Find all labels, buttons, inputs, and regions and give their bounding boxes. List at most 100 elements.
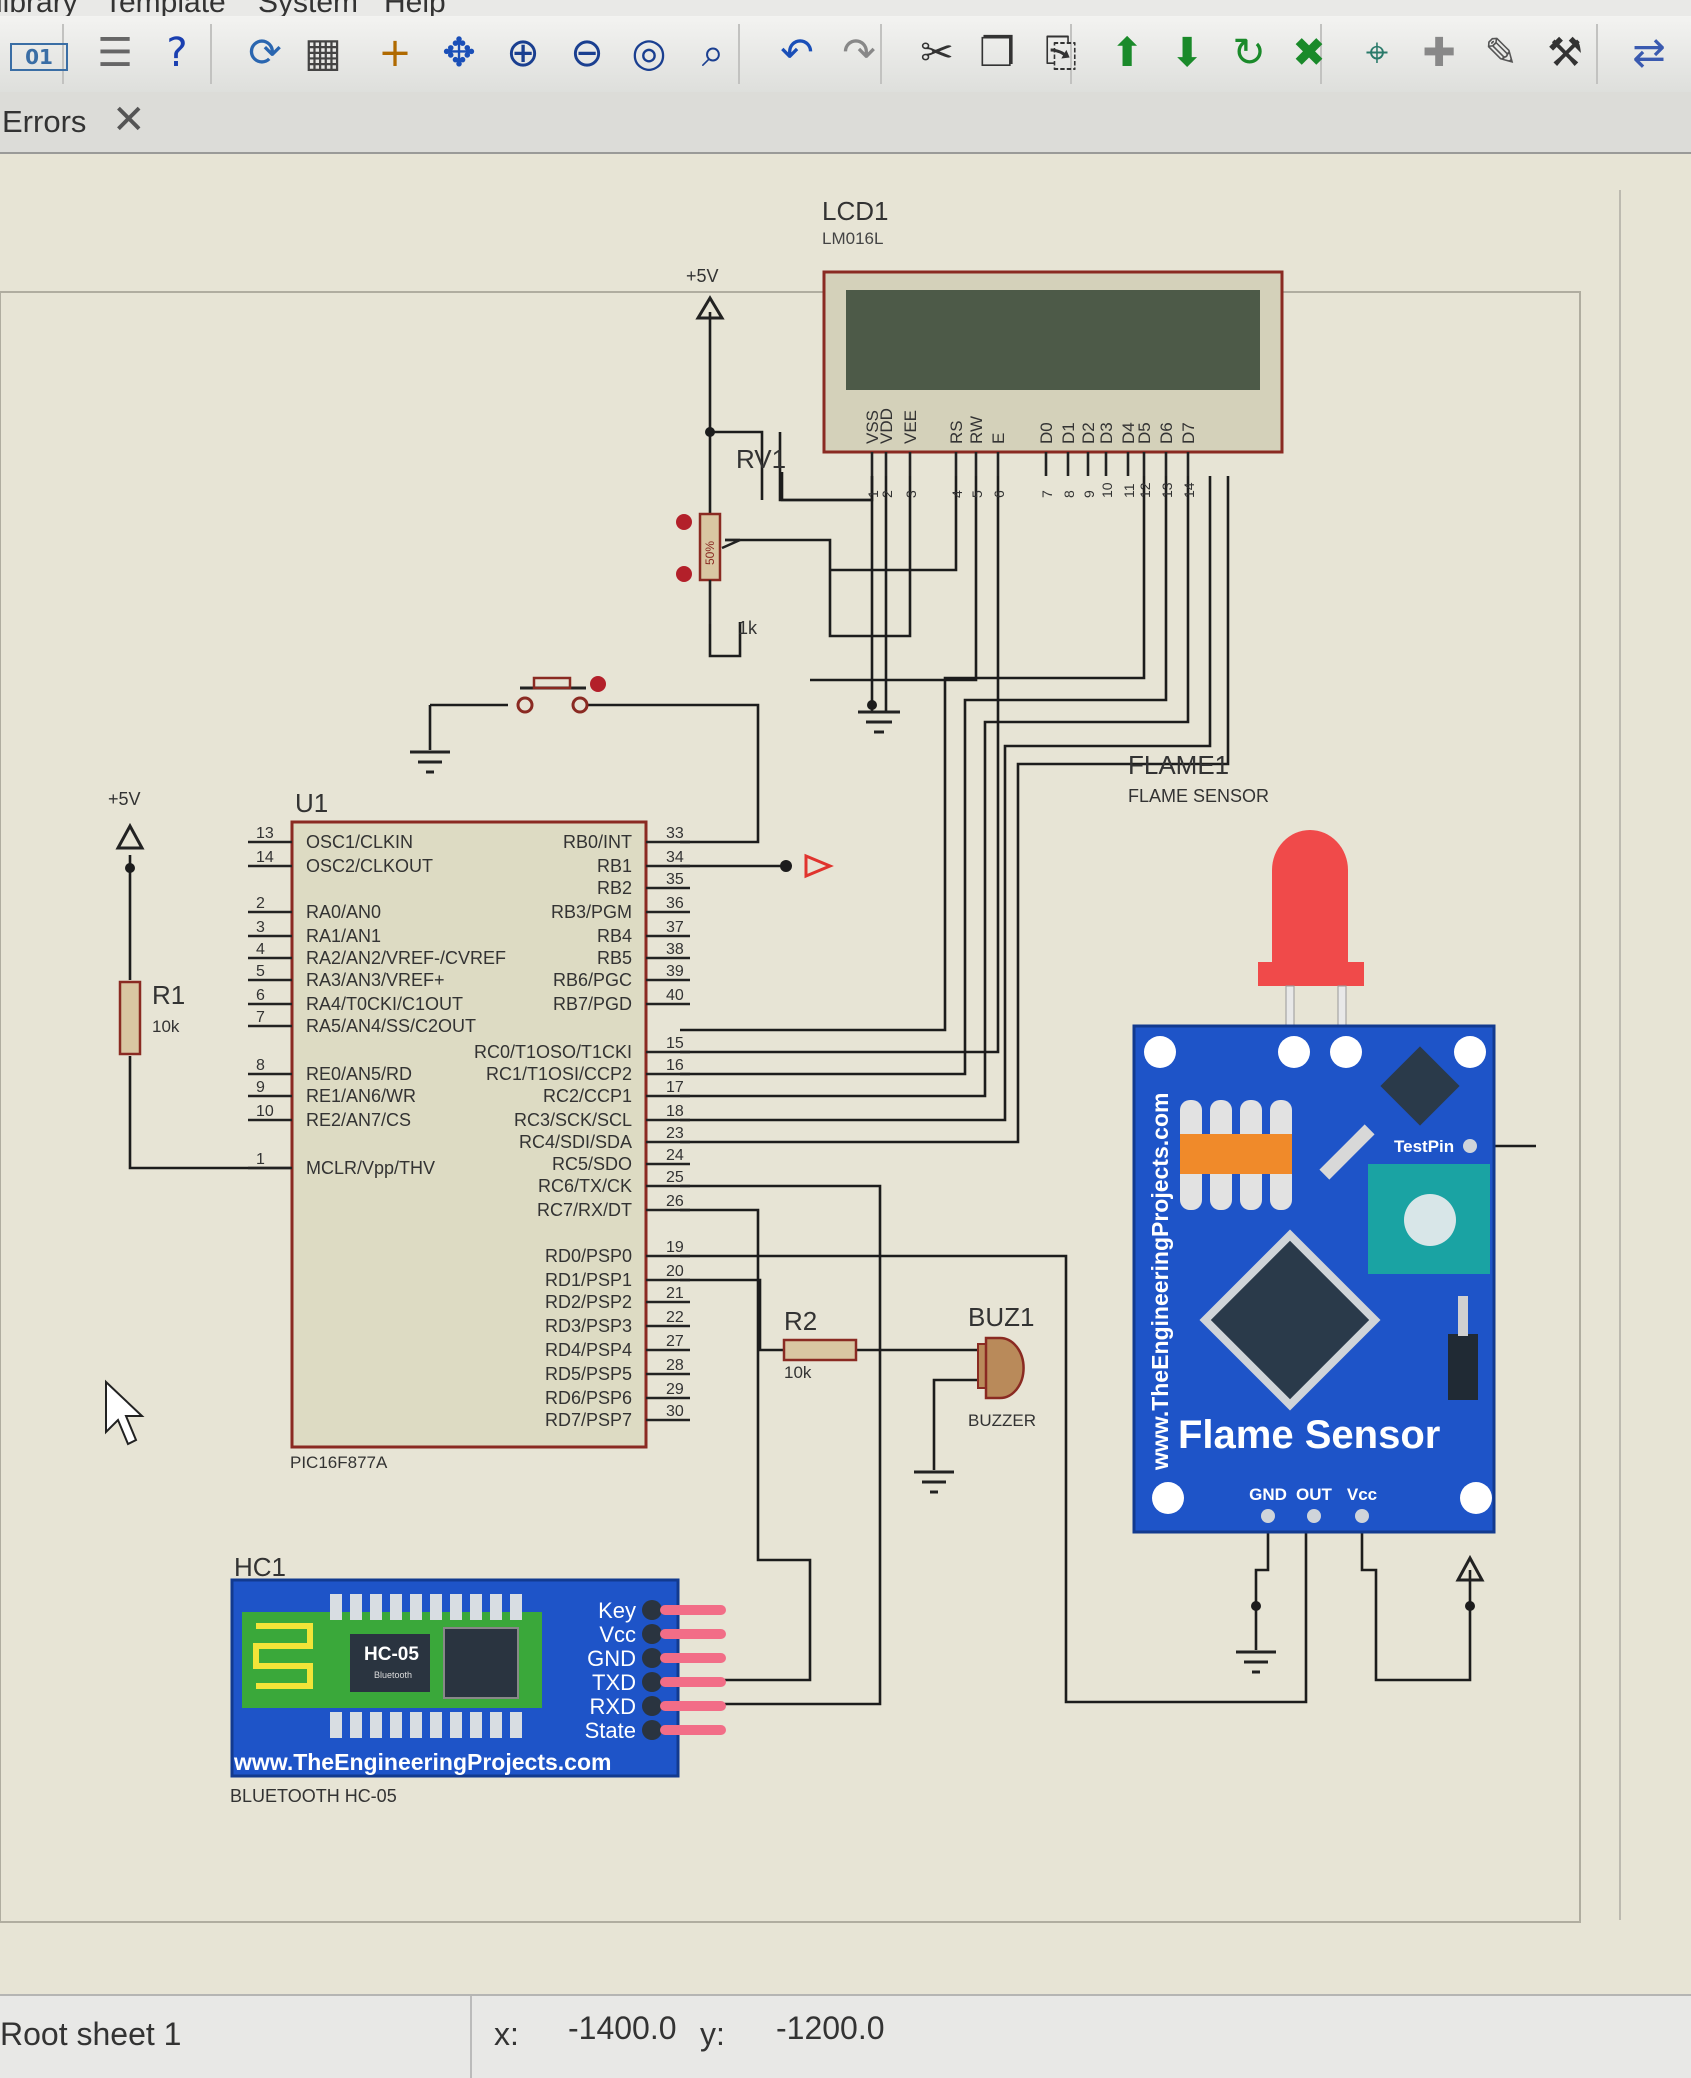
binary-display-icon[interactable]: 01 [10,43,68,71]
buzzer[interactable]: BUZ1 BUZZER [968,1302,1036,1430]
paste-icon[interactable]: ⎘ [1045,30,1077,76]
origin-icon[interactable]: + [378,30,412,76]
hc-pin-lead [660,1605,726,1615]
lcd-pin-number: 10 [1099,482,1115,498]
pan-icon[interactable]: ✥ [442,30,476,76]
toolbar: 01 ☰? ⟳ ▦ + ✥ ⊕ ⊖ ◎ ⌕ ↶ ↷ ✂ ❐ ⎘ ⬆ ⬇ ↻ ✖ ⌖ ✚ ✎ ⚒ ⇄ [0,16,1691,93]
header-pin-icon [410,1712,422,1738]
resistor-r2[interactable]: R2 10k [782,1306,858,1382]
menu-system[interactable]: System [258,0,358,16]
mcu-pin-name: RC0/T1OSO/T1CKI [474,1042,632,1062]
mcu-pin-number: 2 [256,895,265,912]
lcd-pin-number: 11 [1121,483,1137,498]
refresh-icon[interactable]: ⟳ [248,30,282,76]
mcu-pin-name: RC3/SCK/SCL [514,1110,632,1130]
x-coord-value: -1400.0 [568,2010,677,2046]
hc-pin[interactable] [642,1600,662,1620]
netlist-icon[interactable]: ⇄ [1632,30,1666,76]
make-device-icon[interactable]: ✚ [1422,30,1456,76]
ground-symbol[interactable] [914,1470,954,1494]
resistor-r1[interactable]: R1 10k [118,980,185,1056]
block-copy-icon[interactable]: ⬆ [1110,30,1144,76]
lcd-pin-label: D7 [1179,422,1198,444]
menu-template[interactable]: Template [104,0,226,16]
cut-icon[interactable]: ✂ [920,30,954,76]
svg-text:HC1: HC1 [234,1552,286,1582]
mcu-pin-number: 20 [666,1263,684,1280]
block-move-icon[interactable]: ⬇ [1170,30,1204,76]
document-icon[interactable]: ☰ [97,30,133,76]
mcu-pin-number: 3 [256,919,265,936]
close-icon[interactable]: ✕ [112,97,146,143]
hc-pin[interactable] [642,1648,662,1668]
potentiometer-rv1[interactable]: RV1 50% 1k [676,444,786,638]
packaging-tool-icon[interactable]: ✎ [1484,30,1518,76]
power-terminal[interactable]: +5V [686,266,725,320]
flame-pin[interactable] [1261,1509,1275,1523]
hc-pin-label: State [585,1718,636,1743]
hc-pin[interactable] [642,1720,662,1740]
decompose-icon[interactable]: ⚒ [1547,30,1583,76]
flame-pin[interactable] [1307,1509,1321,1523]
copy-icon[interactable]: ❐ [979,30,1015,76]
mcu-pin-name: RB6/PGC [553,970,632,990]
block-delete-icon[interactable]: ✖ [1292,30,1326,76]
svg-text:BLUETOOTH HC-05: BLUETOOTH HC-05 [230,1786,397,1806]
mcu-pin-number: 14 [256,849,274,866]
mcu-pin-number: 35 [666,871,684,888]
lcd-pin-label: E [989,433,1008,444]
zoom-in-icon[interactable]: ⊕ [506,30,540,76]
hc-pin-lead [660,1653,726,1663]
undo-icon[interactable]: ↶ [780,30,814,76]
sheet-label[interactable]: Root sheet 1 [0,2016,182,2052]
tab-errors[interactable]: Errors [2,104,87,139]
pick-device-icon[interactable]: ⌖ [1365,30,1389,76]
header-pin-icon [450,1712,462,1738]
redo-icon[interactable]: ↷ [842,30,876,76]
reset-button[interactable] [516,676,606,714]
flame-pin[interactable] [1355,1509,1369,1523]
header-pin-icon [430,1594,442,1620]
header-pin-icon [350,1594,362,1620]
menu-help[interactable]: Help [384,0,446,16]
block-rotate-icon[interactable]: ↻ [1232,30,1266,76]
mcu-pin-name: RE0/AN5/RD [306,1064,412,1084]
lcd-pin-label: D4 [1119,422,1138,444]
hc-pin[interactable] [642,1696,662,1716]
hc-pin[interactable] [642,1624,662,1644]
bluetooth-module[interactable]: HC1 HC-05 Bluetooth www.TheEngineeringPr… [230,1552,726,1806]
mcu-pin-name: RD4/PSP4 [545,1340,632,1360]
sheet-border [0,291,1581,1923]
ground-symbol[interactable] [1236,1650,1276,1674]
mcu-pin-number: 16 [666,1057,684,1074]
header-pin-icon [350,1712,362,1738]
mcu-pin-number: 38 [666,941,684,958]
ground-symbol[interactable] [858,710,900,734]
ground-symbol[interactable] [410,750,450,774]
mcu-pin-name: RD7/PSP7 [545,1410,632,1430]
lcd-pin-number: 9 [1081,490,1097,498]
header-pin-icon [470,1712,482,1738]
zoom-out-icon[interactable]: ⊖ [570,30,604,76]
flame-sensor-module[interactable]: FLAME1 FLAME SENSOR [1128,750,1496,1534]
svg-text:10k: 10k [152,1017,180,1036]
zoom-area-icon[interactable]: ⌕ [701,30,725,76]
help-icon[interactable]: ? [166,30,188,76]
svg-text:BUZ1: BUZ1 [968,1302,1034,1332]
grid-icon[interactable]: ▦ [304,30,342,76]
zoom-all-icon[interactable]: ◎ [631,30,667,76]
power-terminal[interactable] [1455,1554,1485,1582]
lcd-pin-number: 4 [949,490,965,498]
mcu-pin-number: 37 [666,919,684,936]
menu-library[interactable]: library [0,0,78,16]
mcu-pin-number: 21 [666,1285,684,1302]
probe-arrow-icon[interactable] [804,853,834,879]
power-terminal[interactable]: +5V [108,789,145,850]
header-pin-icon [390,1712,402,1738]
lcd-component[interactable]: LCD1 LM016L VSS1VDD2VEE3RS4RW5E6D07D18D2… [822,196,1284,498]
hc-pin[interactable] [642,1672,662,1692]
lcd-pin-label: D2 [1079,422,1098,444]
header-pin-icon [450,1594,462,1620]
